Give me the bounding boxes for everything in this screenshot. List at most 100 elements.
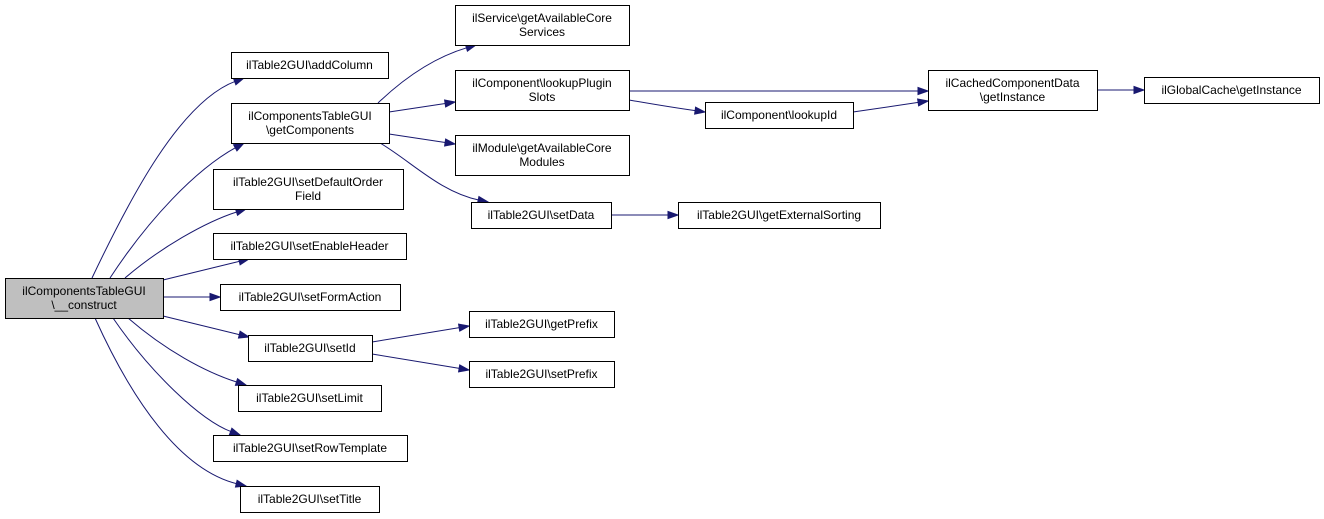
node-label: ilTable2GUI\setDefaultOrder	[233, 175, 383, 189]
edge-lookupId-to-cachedGetInstance	[852, 98, 930, 113]
node-cachedGetInstance[interactable]: ilCachedComponentData\getInstance	[928, 70, 1098, 111]
node-setPrefix[interactable]: ilTable2GUI\setPrefix	[469, 361, 615, 388]
node-label: ilTable2GUI\setTitle	[258, 492, 362, 506]
node-label: Slots	[529, 90, 556, 104]
node-box[interactable]	[231, 52, 389, 79]
edges-layer	[91, 43, 1146, 488]
node-label: ilComponentsTableGUI	[248, 109, 371, 123]
node-label: ilService\getAvailableCore	[472, 11, 612, 25]
edge-construct-to-setFormAction	[163, 292, 222, 302]
node-label: ilCachedComponentData	[945, 76, 1079, 90]
edge-setId-to-setPrefix	[371, 353, 471, 373]
node-setFormAction[interactable]: ilTable2GUI\setFormAction	[220, 284, 401, 311]
node-box[interactable]	[471, 202, 612, 229]
node-addColumn[interactable]: ilTable2GUI\addColumn	[231, 52, 389, 79]
node-getComponents[interactable]: ilComponentsTableGUI\getComponents	[231, 103, 390, 144]
node-box[interactable]	[678, 202, 881, 229]
node-label: ilTable2GUI\setEnableHeader	[230, 239, 388, 253]
node-setLimit[interactable]: ilTable2GUI\setLimit	[238, 385, 382, 412]
edge-line	[127, 317, 238, 383]
node-setTitle[interactable]: ilTable2GUI\setTitle	[240, 486, 380, 513]
edge-getComponents-to-lookupPluginSlots	[388, 99, 457, 113]
arrowhead-icon	[232, 142, 246, 152]
node-label: ilTable2GUI\getPrefix	[485, 317, 598, 331]
edge-construct-to-setId	[162, 315, 251, 339]
node-globalCacheGetInstance[interactable]: ilGlobalCache\getInstance	[1144, 77, 1320, 104]
node-setEnableHeader[interactable]: ilTable2GUI\setEnableHeader	[213, 233, 407, 260]
node-label: ilTable2GUI\setRowTemplate	[233, 441, 387, 455]
edge-line	[112, 317, 232, 433]
arrowhead-icon	[228, 427, 242, 436]
edge-lookupPluginSlots-to-cachedGetInstance	[629, 86, 930, 96]
node-box[interactable]	[213, 233, 407, 260]
node-label: Services	[519, 25, 565, 39]
node-label: Field	[295, 189, 321, 203]
node-box[interactable]	[231, 103, 390, 144]
node-label: ilTable2GUI\addColumn	[246, 58, 373, 72]
arrowhead-icon	[917, 86, 930, 96]
edge-line	[852, 101, 920, 113]
node-box[interactable]	[238, 385, 382, 412]
node-lookupId[interactable]: ilComponent\lookupId	[705, 102, 854, 129]
node-setRowTemplate[interactable]: ilTable2GUI\setRowTemplate	[213, 435, 408, 462]
node-box[interactable]	[1144, 77, 1320, 104]
edge-setData-to-getExternalSorting	[611, 210, 680, 220]
node-construct[interactable]: ilComponentsTableGUI\__construct	[5, 278, 164, 319]
edge-line	[94, 317, 238, 485]
edge-line	[388, 102, 447, 113]
node-box[interactable]	[469, 311, 615, 338]
node-box[interactable]	[928, 70, 1098, 111]
node-label: ilTable2GUI\setPrefix	[485, 367, 597, 381]
edge-line	[371, 326, 461, 343]
node-label: ilTable2GUI\setId	[264, 341, 355, 355]
edge-cachedGetInstance-to-globalCacheGetInstance	[1097, 85, 1146, 95]
node-box[interactable]	[455, 70, 630, 111]
node-setData[interactable]: ilTable2GUI\setData	[471, 202, 612, 229]
node-box[interactable]	[213, 169, 404, 210]
edge-line	[162, 315, 241, 336]
node-box[interactable]	[455, 5, 630, 46]
node-label: ilComponent\lookupPlugin	[472, 76, 611, 90]
node-box[interactable]	[240, 486, 380, 513]
node-getExternalSorting[interactable]: ilTable2GUI\getExternalSorting	[678, 202, 881, 229]
arrowhead-icon	[443, 99, 457, 108]
edge-line	[388, 133, 447, 144]
node-getPrefix[interactable]: ilTable2GUI\getPrefix	[469, 311, 615, 338]
edge-line	[377, 47, 468, 104]
edge-line	[379, 142, 480, 201]
arrowhead-icon	[694, 106, 707, 115]
arrowhead-icon	[667, 210, 680, 220]
edge-line	[124, 211, 238, 279]
node-box[interactable]	[220, 284, 401, 311]
arrowhead-icon	[457, 323, 471, 332]
node-label: Modules	[519, 155, 564, 169]
node-box[interactable]	[213, 435, 408, 462]
node-box[interactable]	[705, 102, 854, 129]
node-box[interactable]	[469, 361, 615, 388]
edge-lookupPluginSlots-to-lookupId	[628, 99, 707, 115]
arrowhead-icon	[234, 377, 248, 386]
node-setId[interactable]: ilTable2GUI\setId	[248, 335, 373, 362]
edge-construct-to-setLimit	[127, 317, 248, 386]
edge-line	[91, 80, 236, 279]
edge-getComponents-to-getAvailableCoreModules	[388, 133, 457, 147]
arrowhead-icon	[232, 77, 246, 86]
edge-line	[109, 146, 237, 279]
node-label: \getComponents	[266, 123, 354, 137]
edge-construct-to-setEnableHeader	[162, 257, 251, 281]
node-label: \getInstance	[980, 90, 1046, 104]
node-box[interactable]	[248, 335, 373, 362]
node-label: ilComponentsTableGUI	[22, 284, 145, 298]
edge-setId-to-getPrefix	[371, 323, 471, 343]
node-box[interactable]	[455, 135, 630, 176]
root-node-box[interactable]	[5, 278, 164, 319]
arrowhead-icon	[1133, 85, 1146, 95]
edge-construct-to-setRowTemplate	[112, 317, 242, 436]
node-label: \__construct	[51, 298, 117, 312]
arrowhead-icon	[457, 364, 471, 373]
